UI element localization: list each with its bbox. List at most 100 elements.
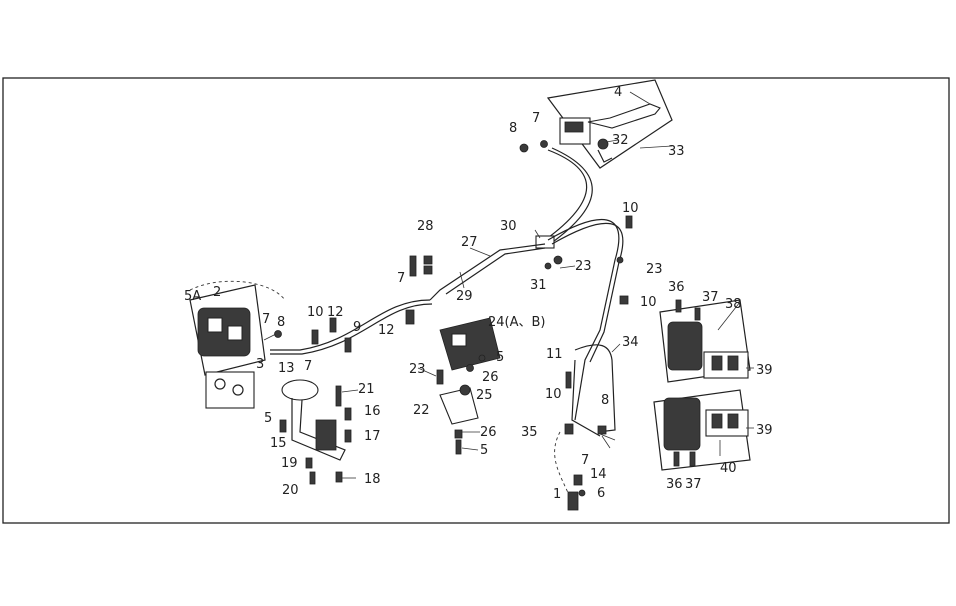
label-22: 22 [413, 403, 430, 418]
clip-12-c [405, 309, 415, 325]
label-23-abs: 23 [409, 362, 426, 377]
label-10-top: 10 [622, 201, 639, 216]
bolt-8-left [274, 330, 282, 338]
rear-master-cylinder [315, 419, 337, 451]
bolt-18 [335, 471, 343, 483]
leader-4 [629, 91, 651, 105]
label-33: 33 [668, 144, 685, 159]
leader-27 [469, 247, 491, 257]
label-25: 25 [476, 388, 493, 403]
diagram-frame [2, 77, 950, 524]
label-37-top: 37 [702, 290, 719, 305]
caliper-dash-arc [189, 280, 286, 301]
front-master-cylinder-group [519, 79, 673, 169]
label-31: 31 [530, 278, 547, 293]
brake-hoses [270, 147, 624, 511]
hose-9 [270, 299, 431, 351]
abs-modulator-group [436, 317, 501, 455]
label-34: 34 [622, 335, 639, 350]
label-40: 40 [720, 461, 737, 476]
lower-center-parts [564, 371, 607, 511]
label-11: 11 [546, 347, 563, 362]
clip-10-lower [565, 371, 572, 389]
clip-17 [344, 429, 352, 443]
caliper-panel-lower [653, 389, 751, 471]
bolt-14 [573, 474, 583, 486]
label-7-left-mid: 7 [304, 359, 312, 374]
caliper-window-b [227, 325, 243, 341]
leader-lines [263, 91, 754, 479]
bolt-23-right [616, 256, 624, 264]
pad-piece-b [727, 355, 739, 371]
label-29: 29 [456, 289, 473, 304]
leader-5-lower [461, 447, 479, 451]
hose-27 [429, 243, 546, 301]
bolt-20 [309, 471, 316, 485]
label-36-top: 36 [668, 280, 685, 295]
hose-34 [574, 344, 616, 433]
leader-29 [459, 271, 465, 289]
label-23-right: 23 [646, 262, 663, 277]
clip-12-a [329, 317, 337, 333]
label-14: 14 [590, 467, 607, 482]
pad-piece-a [711, 355, 723, 371]
label-7-lower: 7 [581, 453, 589, 468]
damper-26 [466, 364, 474, 372]
label-37-bottom: 37 [685, 477, 702, 492]
pad-pin-b [232, 384, 244, 396]
fasteners [311, 215, 633, 353]
label-38: 38 [725, 297, 742, 312]
bolt-5-left [279, 419, 287, 433]
label-28: 28 [417, 219, 434, 234]
label-30: 30 [500, 219, 517, 234]
brake-lever [587, 103, 661, 129]
label-1: 1 [553, 487, 561, 502]
label-8-lower: 8 [601, 393, 609, 408]
caliper-body-lower [663, 397, 701, 451]
label-24: 24(A、B) [488, 315, 546, 330]
caliper-panel-upper [659, 299, 751, 383]
pad-piece-d [727, 413, 739, 429]
label-8-left: 8 [277, 315, 285, 330]
label-15: 15 [270, 436, 287, 451]
bolt-36-bottom [673, 451, 680, 467]
caliper-body-upper [667, 321, 703, 371]
leader-8-lower [599, 433, 616, 441]
pad-pin-a [214, 378, 226, 390]
hose-11 [571, 359, 601, 437]
leader-38 [717, 301, 741, 331]
label-23-top: 23 [575, 259, 592, 274]
bolt-23 [553, 255, 563, 265]
label-39-lower: 39 [756, 423, 773, 438]
bolt-37-top [694, 307, 701, 321]
nut-31 [544, 262, 552, 270]
label-6: 6 [597, 486, 605, 501]
label-7-left: 7 [262, 312, 270, 327]
label-12-left: 12 [327, 305, 344, 320]
label-10-left: 10 [307, 305, 324, 320]
label-5a: 5A [184, 289, 201, 304]
clip-10 [311, 329, 319, 345]
rear-caliper-group [653, 299, 751, 471]
leader-21 [341, 389, 359, 393]
leader-23-abs [417, 367, 437, 377]
label-16: 16 [364, 404, 381, 419]
label-12-mid: 12 [378, 323, 395, 338]
label-5-left: 5 [264, 411, 272, 426]
bracket-7 [409, 255, 417, 277]
hose-upper-a [544, 149, 588, 241]
leader-7-left [263, 333, 277, 341]
label-9: 9 [353, 320, 361, 335]
clip-12-b [344, 337, 352, 353]
pad-shim [205, 371, 255, 409]
banjo-bolt-8 [519, 143, 529, 153]
label-20: 20 [282, 483, 299, 498]
label-35: 35 [521, 425, 538, 440]
damper-26-lower [454, 429, 463, 439]
pad-piece-c [711, 413, 723, 429]
bolt-23-abs [436, 369, 444, 385]
label-5-lower: 5 [480, 443, 488, 458]
label-2: 2 [213, 285, 221, 300]
hose-right-a [547, 218, 620, 421]
label-17: 17 [364, 429, 381, 444]
